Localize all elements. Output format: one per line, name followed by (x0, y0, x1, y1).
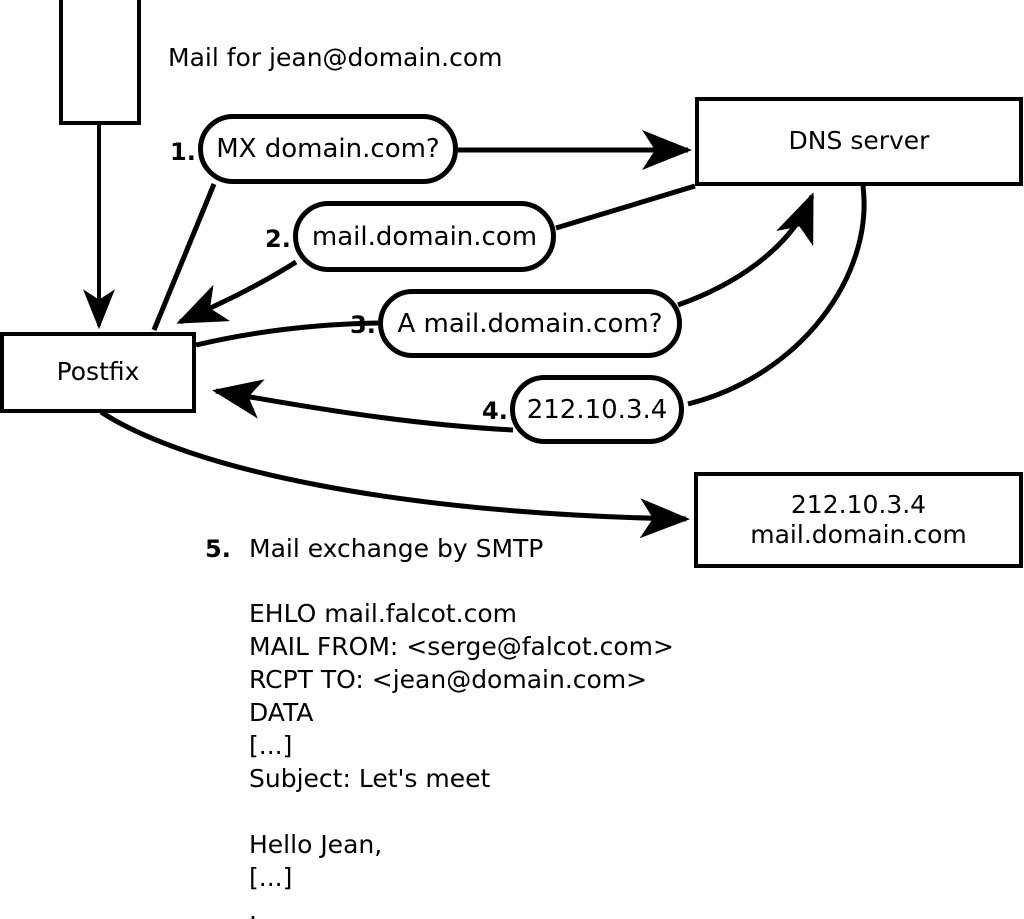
edge-step3-to-dns (677, 192, 815, 308)
step-2-pill[interactable]: mail.domain.com (293, 201, 556, 272)
transcript-line: Hello Jean, (249, 830, 383, 859)
node-postfix[interactable]: Postfix (0, 332, 196, 413)
step-4-number: 4. (482, 397, 508, 425)
step-3-number: 3. (350, 311, 376, 339)
edge-postfix-to-step1 (151, 183, 217, 331)
edge-step4-to-postfix (212, 379, 514, 433)
transcript-line: Subject: Let's meet (249, 764, 491, 793)
node-client[interactable] (59, 0, 141, 125)
step-3-pill[interactable]: A mail.domain.com? (378, 289, 682, 358)
transcript-line: [...] (249, 863, 293, 892)
step-5-label: Mail exchange by SMTP (249, 534, 544, 563)
edge-dns-to-step2 (555, 183, 696, 231)
edge-step2-to-postfix (176, 259, 298, 325)
transcript-line: . (249, 896, 257, 919)
step-1-pill[interactable]: MX domain.com? (198, 114, 458, 184)
edge-dns-to-step4 (687, 185, 867, 407)
node-postfix-label: Postfix (56, 357, 140, 387)
page-title: Mail for jean@domain.com (168, 43, 503, 72)
step-2-number: 2. (265, 225, 291, 253)
step-2-label: mail.domain.com (311, 221, 538, 252)
node-mail-server-ip: 212.10.3.4 (790, 489, 927, 519)
step-5-number: 5. (205, 535, 231, 563)
transcript-line: RCPT TO: <jean@domain.com> (249, 665, 648, 694)
transcript-line: MAIL FROM: <serge@falcot.com> (249, 632, 674, 661)
node-dns-server-label: DNS server (788, 126, 930, 156)
step-4-label: 212.10.3.4 (526, 394, 668, 425)
step-1-number: 1. (170, 138, 196, 166)
step-1-label: MX domain.com? (216, 134, 440, 164)
transcript-line: DATA (249, 698, 314, 727)
node-dns-server[interactable]: DNS server (695, 97, 1023, 186)
transcript-line: EHLO mail.falcot.com (249, 599, 518, 628)
node-mail-server[interactable]: 212.10.3.4 mail.domain.com (694, 472, 1023, 568)
node-mail-server-hostname: mail.domain.com (750, 520, 967, 549)
step-3-label: A mail.domain.com? (397, 308, 663, 339)
step-4-pill[interactable]: 212.10.3.4 (510, 375, 684, 444)
transcript-blank-line (249, 795, 674, 828)
transcript-line: [...] (249, 731, 293, 760)
